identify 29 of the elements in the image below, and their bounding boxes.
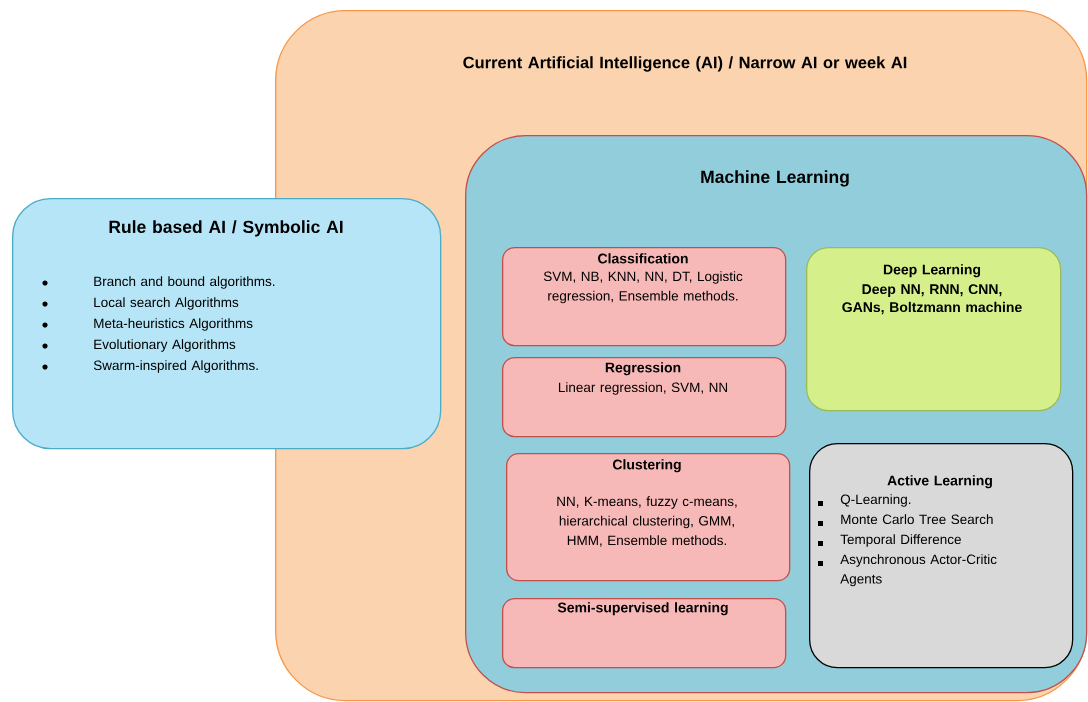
- method-box: [502, 247, 787, 347]
- list-item: Evolutionary Algorithms: [42, 339, 236, 352]
- method-box: [502, 598, 787, 669]
- box-heading: Clustering: [612, 459, 681, 473]
- method-list: SVM, NB, KNN, NN, DT, Logistic regression, Ensemble methods.: [543, 271, 743, 304]
- method-list: NN, K-means, fuzzy c-means, hierarchical clustering, GMM, HMM, Ensemble methods.: [557, 496, 737, 547]
- region-title: Current Artificial Intelligence (AI) / Narrow AI or week AI: [463, 56, 907, 72]
- list-item: Asynchronous Actor-Critic Agents: [818, 554, 997, 587]
- list-item: Meta-heuristics Algorithms: [42, 318, 253, 331]
- method-list: Linear regression, SVM, NN: [558, 382, 728, 395]
- category-panel: [12, 198, 442, 450]
- list-item: Q-Learning.: [818, 494, 911, 507]
- method-box: [502, 357, 787, 438]
- list-item: Swarm-inspired Algorithms.: [42, 360, 258, 373]
- list-item: Monte Carlo Tree Search: [818, 514, 993, 526]
- method-list: Deep NN, RNN, CNN, GANs, Boltzmann machine: [842, 284, 1022, 315]
- box-heading: Semi-supervised learning: [557, 602, 728, 616]
- box-heading: Active Learning: [887, 475, 992, 489]
- box-heading: Deep Learning: [883, 264, 981, 278]
- panel-heading: Rule based AI / Symbolic AI: [109, 220, 343, 237]
- method-box: [506, 453, 791, 582]
- box-heading: Regression: [605, 362, 681, 376]
- panel-heading: Machine Learning: [701, 170, 849, 187]
- method-box: [809, 443, 1074, 669]
- list-item: Local search Algorithms: [42, 297, 239, 310]
- list-item: Temporal Difference: [818, 534, 961, 547]
- box-heading: Classification: [598, 253, 688, 264]
- method-box: [806, 247, 1062, 412]
- list-item: Branch and bound algorithms.: [42, 276, 275, 289]
